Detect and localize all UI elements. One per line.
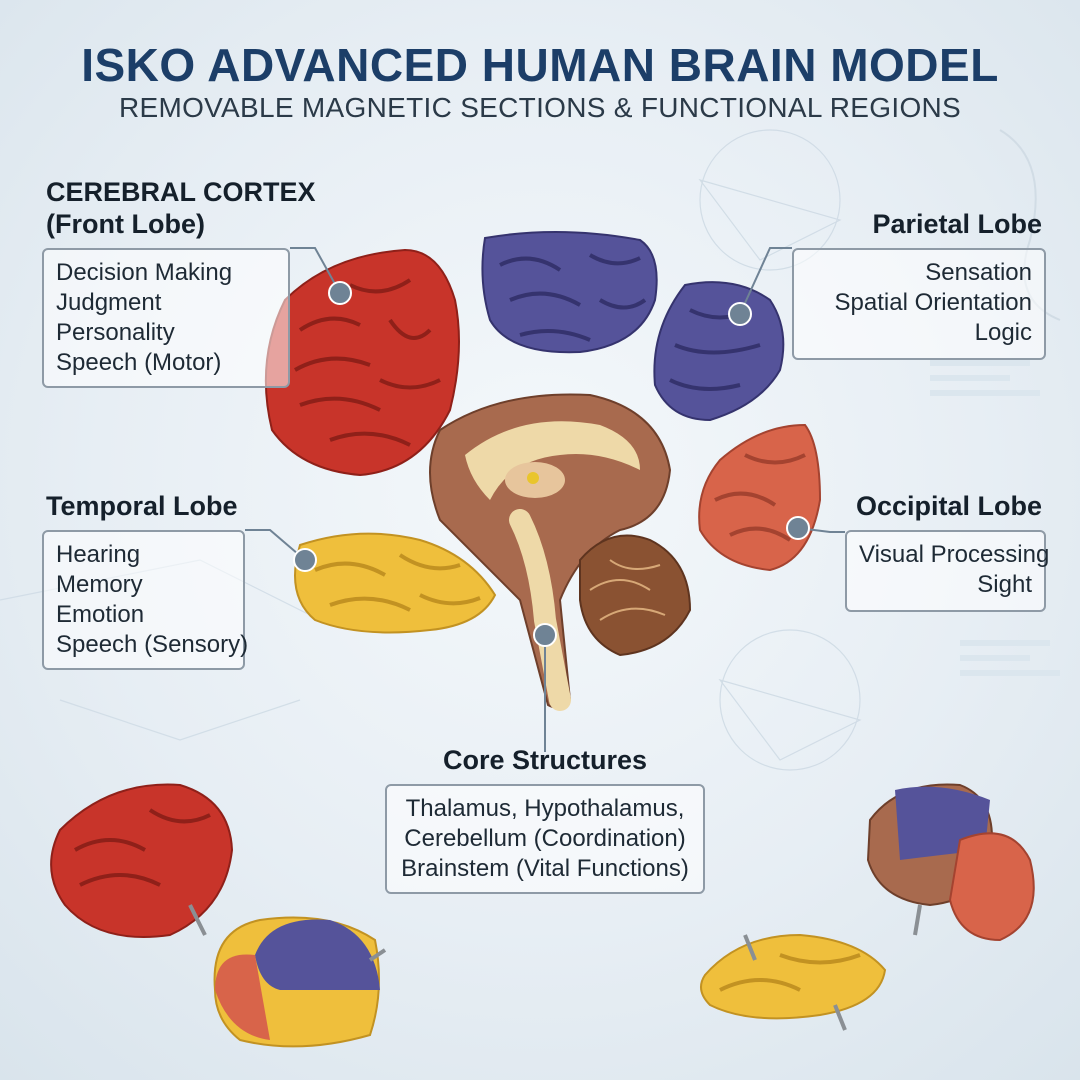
- function-item: Memory: [56, 571, 143, 598]
- function-item: Speech (Motor): [56, 349, 222, 376]
- function-item: Spatial Orientation: [834, 289, 1032, 316]
- function-item: Sight: [977, 571, 1032, 598]
- core-structures-functions: Thalamus, Hypothalamus, Cerebellum (Coor…: [385, 784, 705, 894]
- temporal-lobe-title: Temporal Lobe: [46, 491, 238, 521]
- cerebral-cortex-title-line1: CEREBRAL CORTEX: [46, 177, 316, 207]
- function-item: Decision Making: [56, 259, 233, 286]
- core-structures-title: Core Structures: [442, 745, 648, 775]
- function-item: Brainstem (Vital Functions): [401, 855, 689, 882]
- cerebral-cortex-title-line2: (Front Lobe): [46, 209, 205, 239]
- assembled-model-bottom-left: [213, 916, 387, 1048]
- frontal-lobe-piece: [264, 248, 460, 477]
- page-subtitle: REMOVABLE MAGNETIC SECTIONS & FUNCTIONAL…: [118, 92, 962, 123]
- temporal-lobe-functions: Hearing Memory Emotion Speech (Sensory): [42, 530, 249, 670]
- function-item: Speech (Sensory): [56, 631, 249, 658]
- assembled-model-left: [50, 783, 234, 938]
- cerebral-cortex-title: CEREBRAL CORTEX (Front Lobe): [46, 176, 316, 240]
- parietal-lobe-top-piece: [481, 230, 658, 354]
- function-item: Personality: [56, 319, 175, 346]
- function-item: Sensation: [925, 259, 1032, 286]
- occipital-lobe-functions: Visual Processing Sight: [845, 530, 1050, 612]
- function-item: Cerebellum (Coordination): [404, 825, 686, 852]
- parietal-lobe-functions: Sensation Spatial Orientation Logic: [792, 248, 1046, 360]
- function-item: Judgment: [56, 289, 162, 316]
- cerebral-cortex-functions: Decision Making Judgment Personality Spe…: [42, 248, 290, 388]
- assembled-model-bottom-right: [700, 933, 887, 1031]
- core-structures-piece: [429, 393, 692, 711]
- function-item: Emotion: [56, 601, 145, 628]
- occipital-lobe-piece: [698, 423, 822, 572]
- function-item: Hearing: [56, 541, 141, 568]
- function-item: Visual Processing: [859, 541, 1050, 568]
- temporal-lobe-piece: [294, 532, 497, 634]
- parietal-lobe-side-piece: [653, 281, 785, 422]
- function-item: Logic: [974, 319, 1032, 346]
- page-title: ISKO ADVANCED HUMAN BRAIN MODEL: [81, 39, 999, 91]
- assembled-model-right: [866, 783, 1035, 942]
- parietal-lobe-title: Parietal Lobe: [872, 209, 1042, 239]
- occipital-lobe-title: Occipital Lobe: [855, 491, 1042, 521]
- function-item: Thalamus, Hypothalamus,: [405, 795, 685, 822]
